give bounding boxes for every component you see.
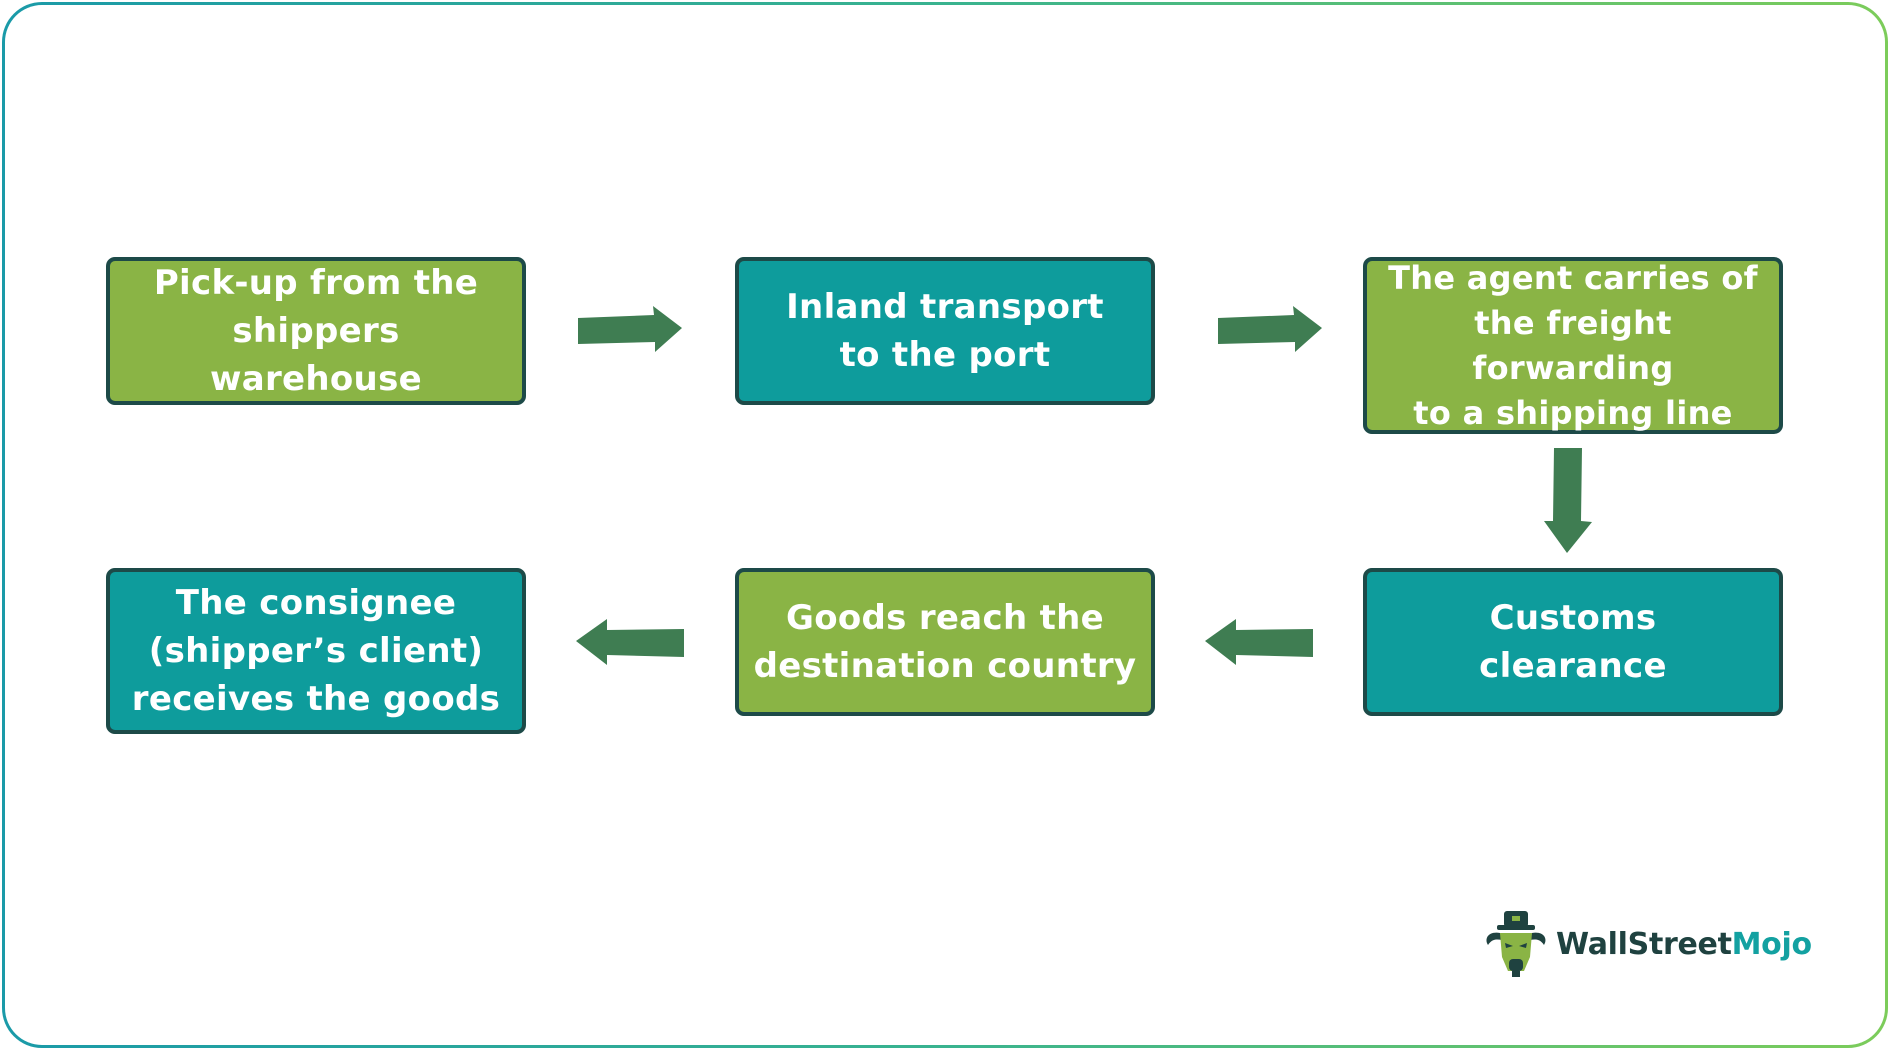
step-box-inland-transport: Inland transport to the port: [735, 257, 1155, 405]
step-box-customs-clearance: Customs clearance: [1363, 568, 1783, 716]
step-label: Inland transport to the port: [786, 287, 1104, 375]
arrow-right-icon: [1218, 306, 1322, 352]
arrow-left-icon: [576, 619, 684, 665]
brand-name: WallStreetMojo: [1556, 926, 1812, 962]
step-label: The consignee (shipper’s client) receive…: [131, 583, 501, 719]
step-label: Pick-up from the shippers warehouse: [153, 263, 479, 399]
step-box-freight-forwarding: The agent carries of the freight forward…: [1363, 257, 1783, 434]
step-box-consignee-receives: The consignee (shipper’s client) receive…: [106, 568, 526, 734]
step-label: The agent carries of the freight forward…: [1388, 258, 1758, 432]
arrow-right-icon: [578, 306, 682, 352]
arrow-down-icon: [1544, 448, 1592, 553]
brand-logo: WallStreetMojo: [1482, 909, 1812, 979]
step-label: Goods reach the destination country: [753, 598, 1137, 686]
step-label: Customs clearance: [1479, 598, 1667, 686]
bull-head-icon: [1486, 911, 1546, 977]
arrow-left-icon: [1205, 619, 1313, 665]
step-box-pickup: Pick-up from the shippers warehouse: [106, 257, 526, 405]
step-box-destination-country: Goods reach the destination country: [735, 568, 1155, 716]
